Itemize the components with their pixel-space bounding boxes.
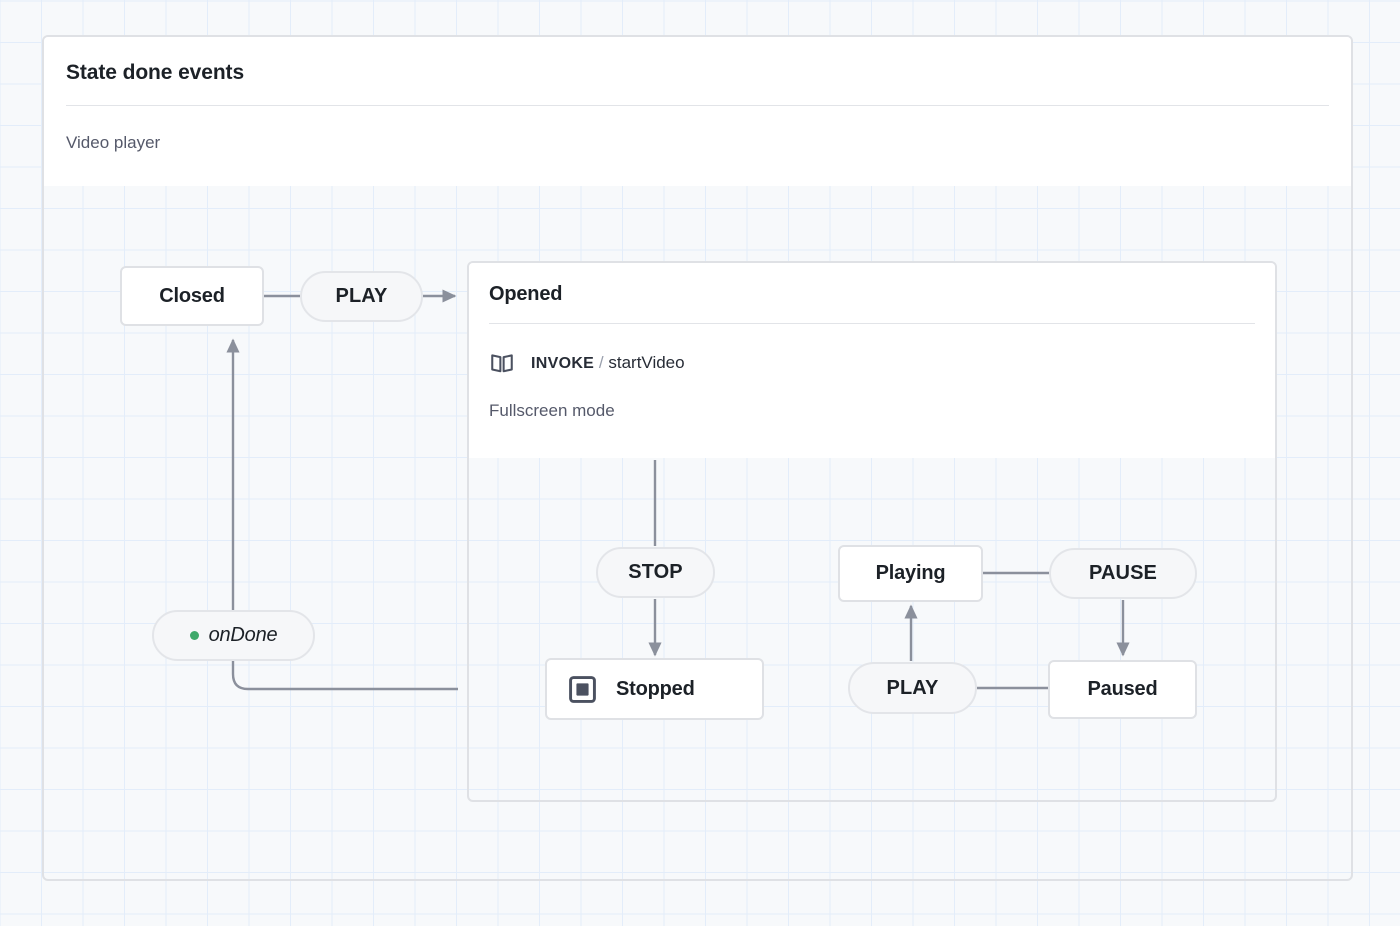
event-play-root-label: PLAY xyxy=(335,285,388,307)
event-on-done[interactable]: onDone xyxy=(152,610,315,661)
state-opened-description: Fullscreen mode xyxy=(489,401,615,420)
final-state-icon xyxy=(569,675,596,703)
event-on-done-label: onDone xyxy=(208,624,278,646)
state-stopped-label: Stopped xyxy=(616,677,695,700)
book-icon xyxy=(489,350,515,376)
state-node-opened[interactable]: Opened INVOKE / startVideo Fullscreen mo… xyxy=(467,261,1277,802)
event-play-inner-label: PLAY xyxy=(886,676,939,699)
state-node-playing[interactable]: Playing xyxy=(838,545,983,602)
state-opened-header: Opened INVOKE / startVideo Fullscreen mo… xyxy=(469,263,1275,458)
state-closed-label: Closed xyxy=(159,284,225,307)
state-playing-label: Playing xyxy=(875,562,946,584)
invoke-label: INVOKE / startVideo xyxy=(531,353,685,373)
page-title: State done events xyxy=(66,61,245,84)
header-divider xyxy=(66,105,1329,106)
event-stop-label: STOP xyxy=(628,561,683,583)
done-status-dot xyxy=(189,631,199,640)
event-pause[interactable]: PAUSE xyxy=(1049,548,1197,599)
state-opened-title: Opened xyxy=(489,283,563,305)
machine-description: Video player xyxy=(66,133,161,152)
state-node-closed[interactable]: Closed xyxy=(120,266,264,326)
event-pause-label: PAUSE xyxy=(1089,562,1157,584)
invoke-src: startVideo xyxy=(608,353,685,372)
state-opened-divider xyxy=(489,323,1255,324)
event-play-inner[interactable]: PLAY xyxy=(848,662,977,714)
invoke-separator: / xyxy=(598,353,604,372)
state-paused-label: Paused xyxy=(1087,678,1158,700)
state-node-paused[interactable]: Paused xyxy=(1048,660,1197,719)
state-node-stopped[interactable]: Stopped xyxy=(545,658,764,720)
event-play-root[interactable]: PLAY xyxy=(300,271,423,322)
machine-card-header: State done events Video player xyxy=(44,37,1351,186)
event-stop[interactable]: STOP xyxy=(596,547,715,598)
invoke-keyword: INVOKE xyxy=(531,355,595,372)
invoke-row: INVOKE / startVideo xyxy=(489,324,1255,376)
machine-card[interactable]: State done events Video player xyxy=(42,35,1353,881)
